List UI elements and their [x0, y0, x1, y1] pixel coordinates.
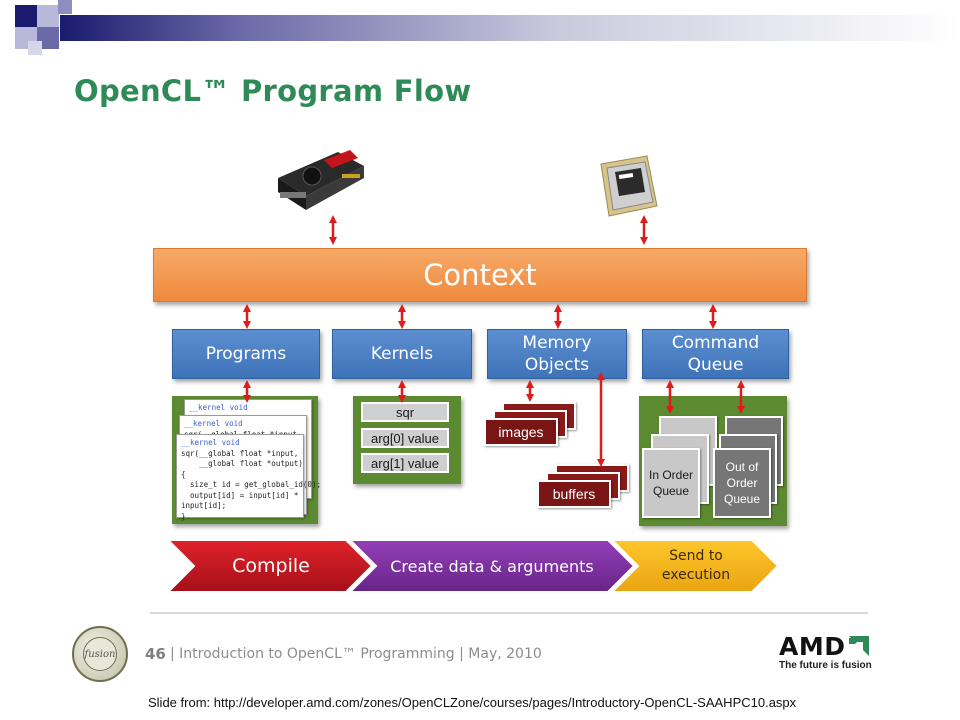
deco-square: [37, 27, 59, 49]
kernels-panel: sqr arg[0] value arg[1] value: [353, 396, 461, 484]
page-number: 46: [145, 645, 166, 663]
context-bar: Context: [153, 248, 807, 302]
amd-tagline: The future is fusion: [779, 660, 872, 671]
command-queue-box: Command Queue: [642, 329, 789, 379]
buffers-card-front: buffers: [537, 480, 611, 508]
programs-label: Programs: [205, 344, 287, 364]
out-of-order-queue-label: Out of Order Queue: [723, 460, 761, 506]
code-line: __kernel void: [189, 403, 248, 412]
command-queue-label: Command Queue: [671, 333, 760, 375]
images-stack: images: [484, 402, 580, 450]
code-line: input[id];: [181, 501, 227, 510]
memory-objects-box: Memory Objects: [487, 329, 627, 379]
amd-arrow-icon: [849, 636, 870, 656]
code-line: }: [181, 511, 186, 521]
code-line: size_t id = get_global_id(0);: [181, 480, 321, 489]
create-label: Create data & arguments: [390, 556, 594, 576]
memory-objects-label: Memory Objects: [522, 333, 592, 375]
images-label: images: [498, 424, 544, 440]
source-citation: Slide from: http://developer.amd.com/zon…: [148, 695, 797, 710]
buffers-stack: buffers: [537, 464, 633, 512]
compile-chevron: [165, 539, 374, 593]
create-step: Create data & arguments: [378, 540, 606, 592]
fusion-logo-inner: fusion: [83, 637, 117, 671]
deco-square: [15, 5, 37, 27]
slide-title: OpenCL™ Program Flow: [74, 74, 472, 108]
amd-logo: AMD: [779, 632, 870, 661]
kernels-box: Kernels: [332, 329, 472, 379]
send-step: Send to execution: [640, 540, 752, 592]
kernel-item-sqr: sqr: [361, 402, 449, 422]
create-chevron: [347, 539, 636, 593]
fusion-logo-text: fusion: [84, 648, 116, 660]
in-order-queue-label: In Order Queue: [648, 468, 693, 498]
gpu-card-icon: [278, 150, 364, 210]
top-decorative-band: [0, 0, 960, 56]
code-line: __global float *output): [181, 459, 303, 468]
programs-box: Programs: [172, 329, 320, 379]
code-line: __kernel void: [184, 419, 243, 428]
code-line: sqr(__global float *input,: [181, 448, 299, 458]
code-card-front: __kernel void sqr(__global float *input,…: [176, 434, 321, 521]
send-label: Send to execution: [661, 548, 731, 583]
buffers-label: buffers: [552, 486, 596, 502]
deco-square: [28, 41, 42, 55]
cpu-chip-icon: [600, 155, 658, 217]
deco-square: [37, 5, 59, 27]
gradient-band: [60, 15, 960, 41]
fusion-logo: fusion: [72, 626, 128, 682]
kernel-item-arg1: arg[1] value: [361, 453, 449, 473]
amd-logo-text: AMD: [779, 632, 846, 661]
code-line: __kernel void: [181, 438, 240, 447]
compile-label: Compile: [232, 555, 310, 577]
programs-panel: __kernel void __kernel void sqr(__global…: [172, 396, 321, 524]
kernel-item-arg0: arg[0] value: [361, 428, 449, 448]
compile-step: Compile: [196, 540, 346, 592]
out-of-order-queue-card: Out of Order Queue: [713, 448, 771, 518]
context-label: Context: [423, 258, 537, 292]
code-line: output[id] = input[id] *: [181, 490, 299, 500]
images-card-front: images: [484, 418, 558, 446]
send-chevron: [609, 539, 780, 593]
kernels-label: Kernels: [370, 344, 434, 364]
deco-square: [58, 0, 72, 14]
footer-divider: [150, 612, 868, 614]
code-line: {: [181, 469, 186, 479]
in-order-queue-card: In Order Queue: [642, 448, 700, 518]
footer-text: | Introduction to OpenCL™ Programming | …: [170, 646, 542, 662]
command-queue-panel: In Order Queue Out of Order Queue: [639, 396, 787, 526]
